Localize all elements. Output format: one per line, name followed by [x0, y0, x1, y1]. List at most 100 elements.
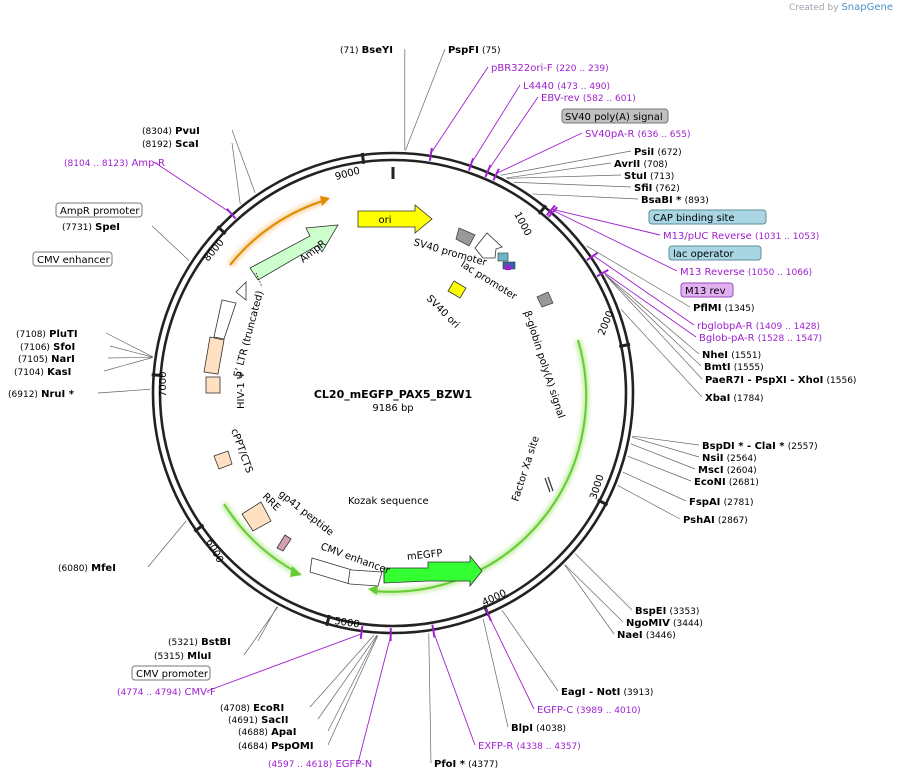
- enzyme-label[interactable]: PsiI (672): [634, 147, 682, 158]
- cppt-label: cPPT/CTS: [228, 427, 254, 474]
- enzyme-position: (7105): [18, 355, 48, 365]
- beta-globin-feature[interactable]: [536, 291, 554, 308]
- enzyme-label[interactable]: StuI (713): [624, 171, 674, 182]
- enzyme-position: (2781): [724, 498, 754, 508]
- enzyme-label[interactable]: (4684) PspOMI: [238, 741, 314, 752]
- enzyme-label[interactable]: MscI (2604): [698, 465, 757, 476]
- enzyme-label[interactable]: (6080) MfeI: [58, 563, 116, 574]
- enzyme-label[interactable]: EcoNI (2681): [694, 477, 759, 488]
- primer-label[interactable]: EXFP-R (4338 .. 4357): [478, 741, 581, 752]
- primer-range: (1528 .. 1547): [758, 334, 822, 344]
- enzyme-label[interactable]: (8192) ScaI: [142, 139, 199, 150]
- enzyme-label[interactable]: PaeR7I - PspXI - XhoI (1556): [705, 375, 856, 386]
- enzyme-label[interactable]: (7731) SpeI: [62, 222, 120, 233]
- primer-binding-mark: [467, 157, 475, 171]
- primer-label[interactable]: EBV-rev (582 .. 601): [541, 93, 636, 104]
- enzyme-label[interactable]: PflMI (1345): [693, 303, 755, 314]
- enzyme-label[interactable]: BlpI (4038): [511, 723, 566, 734]
- cmv-enhancer-feature[interactable]: [309, 557, 383, 587]
- enzyme-leader: [105, 332, 153, 358]
- enzyme-label[interactable]: (5315) MluI: [154, 651, 211, 662]
- primer-label[interactable]: M13 Reverse (1050 .. 1066): [680, 267, 812, 278]
- enzyme-name: BspEI: [635, 606, 666, 617]
- enzyme-label[interactable]: NsiI (2564): [702, 453, 757, 464]
- cap-binding-box-label: CAP binding site: [653, 213, 735, 224]
- enzyme-label[interactable]: BmtI (1555): [704, 362, 764, 373]
- primer-label[interactable]: (4774 .. 4794) CMV-F: [117, 687, 216, 698]
- enzyme-label[interactable]: NheI (1551): [702, 350, 761, 361]
- enzyme-label[interactable]: (7108) PluTI: [16, 329, 78, 340]
- enzyme-label[interactable]: NaeI (3446): [617, 630, 676, 641]
- primer-text: EXFP-R (4338 .. 4357): [478, 741, 581, 752]
- primer-label[interactable]: rbglobpA-R (1409 .. 1428): [697, 321, 820, 332]
- ampr-feature[interactable]: [249, 224, 339, 281]
- enzyme-position: (75): [482, 46, 500, 56]
- sv40-ori-feature[interactable]: [447, 280, 467, 299]
- primer-label[interactable]: Bglob-pA-R (1528 .. 1547): [699, 333, 822, 344]
- tick-mark: [360, 152, 366, 165]
- enzyme-label[interactable]: EagI - NotI (3913): [561, 687, 653, 698]
- enzyme-label[interactable]: (7106) SfoI: [20, 342, 75, 353]
- enzyme-label[interactable]: (71) BseYI: [340, 45, 393, 56]
- factor-xa-label: Factor Xa site: [510, 435, 541, 503]
- enzyme-text: (71) BseYI: [340, 45, 393, 56]
- enzyme-label[interactable]: BspEI (3353): [635, 606, 699, 617]
- backbone-inner: [158, 158, 628, 628]
- enzyme-position: (3353): [669, 607, 699, 617]
- enzyme-text: NgoMIV (3444): [626, 618, 703, 629]
- cap-site-marker: [497, 252, 509, 262]
- enzyme-leader: [103, 357, 153, 372]
- enzyme-leader: [231, 129, 256, 194]
- label-layer: (71) BseYI PspFI (75) PsiI (672)AvrII (708…: [8, 45, 856, 770]
- primer-leader: [488, 616, 535, 710]
- primer-label[interactable]: L4440 (473 .. 490): [523, 81, 610, 92]
- primer-name: L4440: [523, 81, 554, 92]
- primer-label[interactable]: pBR322ori-F (220 .. 239): [491, 63, 609, 74]
- enzyme-label[interactable]: (8304) PvuI: [142, 126, 200, 137]
- enzyme-label[interactable]: SfiI (762): [634, 183, 680, 194]
- enzyme-label[interactable]: (6912) NruI *: [8, 389, 75, 400]
- enzyme-position: (4691): [228, 716, 258, 726]
- enzyme-label[interactable]: (4688) ApaI: [238, 727, 297, 738]
- enzyme-label[interactable]: (7105) NarI: [18, 354, 75, 365]
- enzyme-label[interactable]: PspFI (75): [448, 45, 501, 56]
- primer-label[interactable]: (8104 .. 8123) Amp-R: [64, 158, 165, 169]
- enzyme-label[interactable]: PfoI * (4377): [434, 759, 498, 770]
- enzyme-label[interactable]: XbaI (1784): [705, 393, 763, 404]
- ori-feature[interactable]: [357, 204, 433, 234]
- primer-leader: [471, 84, 521, 164]
- sv40-promoter-feature[interactable]: [474, 232, 503, 259]
- cmv-promoter-box: [131, 665, 211, 681]
- cmv-enhancer-box: [32, 251, 113, 267]
- hiv-psi-feature[interactable]: [205, 376, 221, 394]
- enzyme-label[interactable]: BspDI * - ClaI * (2557): [702, 441, 818, 452]
- enzyme-position: (7731): [62, 223, 92, 233]
- primer-binding-mark: [596, 269, 609, 278]
- primer-label[interactable]: SV40pA-R (636 .. 655): [585, 129, 690, 140]
- enzyme-text: (6912) NruI *: [8, 389, 75, 400]
- primer-label[interactable]: M13/pUC Reverse (1031 .. 1053): [663, 231, 819, 242]
- primer-text: Bglob-pA-R (1528 .. 1547): [699, 333, 822, 344]
- cppt-feature[interactable]: [213, 450, 233, 470]
- enzyme-position: (762): [656, 184, 680, 194]
- enzyme-label[interactable]: (5321) BstBI: [168, 637, 231, 648]
- enzyme-name: ApaI: [271, 727, 296, 738]
- enzyme-label[interactable]: (7104) KasI: [14, 367, 71, 378]
- primer-text: L4440 (473 .. 490): [523, 81, 610, 92]
- megfp-feature[interactable]: [383, 554, 483, 588]
- rre-feature[interactable]: [241, 501, 272, 532]
- gp41-feature[interactable]: [276, 534, 292, 552]
- hiv-psi-label: HIV-1 Ψ: [236, 371, 247, 409]
- enzyme-label[interactable]: BsaBI * (893): [641, 195, 709, 206]
- primer-label[interactable]: (4597 .. 4618) EGFP-N: [268, 759, 372, 770]
- enzyme-text: AvrII (708): [614, 159, 668, 170]
- primer-label[interactable]: EGFP-C (3989 .. 4010): [537, 705, 641, 716]
- enzyme-label[interactable]: FspAI (2781): [689, 497, 754, 508]
- enzyme-label[interactable]: AvrII (708): [614, 159, 668, 170]
- ltr-feature[interactable]: [203, 336, 225, 375]
- enzyme-label[interactable]: PshAI (2867): [683, 515, 748, 526]
- enzyme-label[interactable]: (4708) EcoRI: [220, 703, 284, 714]
- enzyme-text: PaeR7I - PspXI - XhoI (1556): [705, 375, 856, 386]
- enzyme-label[interactable]: (4691) SacII: [228, 715, 288, 726]
- enzyme-label[interactable]: NgoMIV (3444): [626, 618, 703, 629]
